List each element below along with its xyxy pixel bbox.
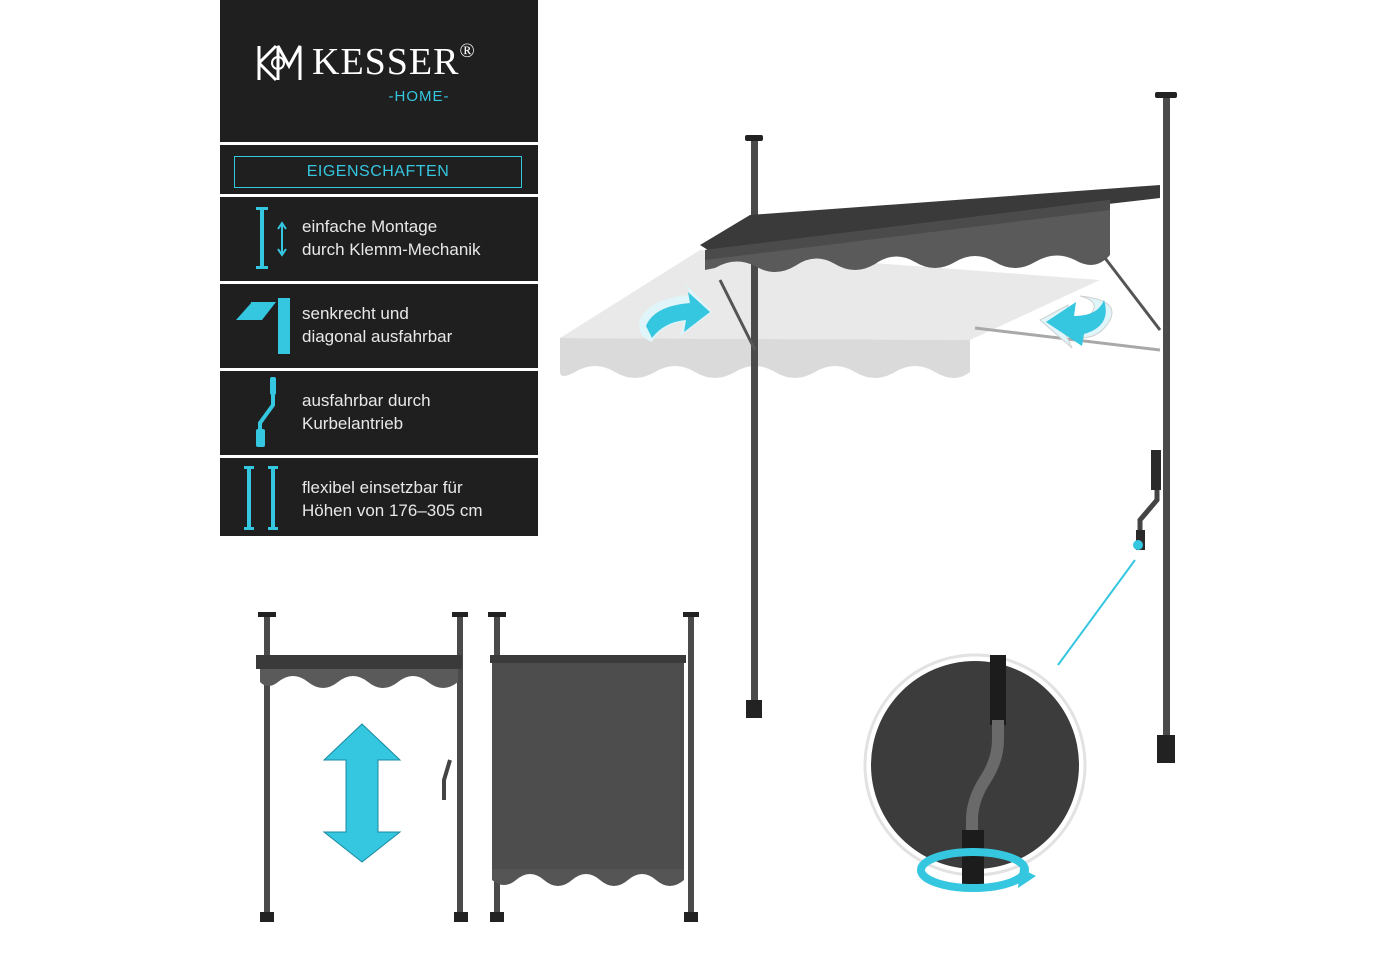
divider [220,281,538,284]
feature-text: einfache Montage durch Klemm-Mechanik [302,217,481,259]
feature-text: senkrecht und diagonal ausfahrbar [302,304,453,346]
brand-logo-panel: KESSER® -HOME- [220,0,538,142]
feature-flexible-height: flexibel einsetzbar für Höhen von 176–30… [220,458,538,536]
properties-header: EIGENSCHAFTEN [220,145,538,197]
brand-mark-icon [257,44,302,82]
divider [220,142,538,145]
brand-subtitle: -HOME- [388,88,450,105]
vertical-diagonal-icon [236,298,290,354]
feature-vertical-diagonal: senkrecht und diagonal ausfahrbar [220,284,538,368]
divider [220,368,538,371]
divider [220,455,538,458]
feature-easy-mounting: einfache Montage durch Klemm-Mechanik [220,197,538,281]
vertical-awning [488,612,699,922]
feature-text: flexibel einsetzbar für Höhen von 176–30… [302,478,483,520]
clamp-pole-icon [256,207,287,269]
divider [220,194,538,197]
retracted-awning [256,612,468,922]
brand-name: KESSER® [312,40,476,83]
properties-title: EIGENSCHAFTEN [234,156,522,188]
feature-crank: ausfahrbar durch Kurbelantrieb [220,371,538,455]
up-down-arrow-icon [322,723,402,863]
crank-detail-magnifier [863,653,1087,892]
crank-icon [256,377,276,447]
feature-text: ausfahrbar durch Kurbelantrieb [302,391,431,433]
height-poles-icon [244,466,278,530]
